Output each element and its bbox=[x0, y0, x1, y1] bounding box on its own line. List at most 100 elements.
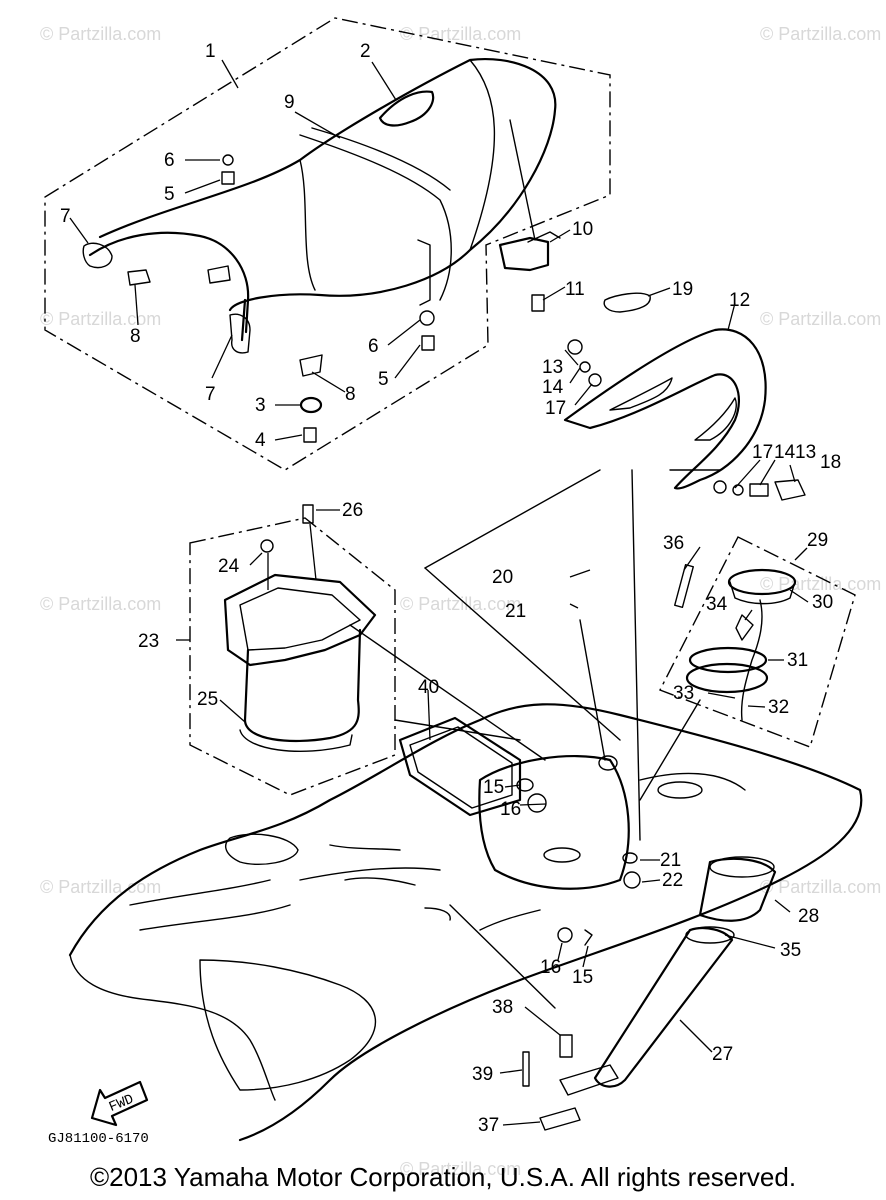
callout-7: 7 bbox=[60, 206, 71, 227]
storage-box-gasket bbox=[239, 729, 353, 753]
washer bbox=[419, 310, 435, 326]
seat-group-boundary bbox=[44, 17, 611, 471]
callout-36: 36 bbox=[663, 533, 684, 554]
hull-port bbox=[657, 781, 703, 799]
seat-lock-bracket bbox=[498, 236, 550, 272]
callout-10: 10 bbox=[572, 219, 593, 240]
fuel-cap-boundary bbox=[659, 536, 856, 748]
callout-15: 15 bbox=[572, 967, 593, 988]
callout-16: 16 bbox=[540, 957, 561, 978]
hose-clamp bbox=[685, 926, 735, 944]
hatch-gasket-inner bbox=[409, 726, 513, 809]
callout-30: 30 bbox=[812, 592, 833, 613]
fuel-cap-body bbox=[729, 581, 796, 605]
bolt bbox=[421, 335, 435, 351]
filler-hose bbox=[522, 856, 777, 1131]
storage-box-screw bbox=[302, 504, 314, 524]
hull-deck bbox=[68, 703, 863, 1142]
filler-neck-top bbox=[709, 856, 775, 878]
seat-hook bbox=[417, 239, 431, 306]
callout-13: 13 bbox=[542, 357, 563, 378]
callout-24: 24 bbox=[218, 556, 240, 577]
seat-lock bbox=[498, 119, 561, 312]
damper bbox=[299, 396, 323, 414]
seat-lock-leader bbox=[509, 119, 536, 241]
callout-17: 17 bbox=[752, 442, 773, 463]
storage-box-group bbox=[189, 504, 396, 796]
storage-box-flange bbox=[223, 573, 377, 667]
seat-band bbox=[299, 127, 452, 301]
watermark: © Partzilla.com bbox=[760, 877, 881, 897]
hatch-drain bbox=[543, 847, 581, 863]
fuel-cap-screw-long bbox=[674, 563, 694, 609]
hatch-mount bbox=[598, 755, 618, 771]
callout-22: 22 bbox=[662, 870, 683, 891]
callout-6: 6 bbox=[164, 150, 175, 171]
fuel-cap-seat bbox=[685, 662, 769, 694]
fwd-arrow-shape bbox=[90, 1080, 149, 1127]
bolt bbox=[749, 483, 769, 497]
callout-7: 7 bbox=[205, 384, 216, 405]
storage-box-knob bbox=[260, 539, 274, 553]
callout-33: 33 bbox=[673, 683, 694, 704]
grab-bar-cap-right bbox=[774, 479, 806, 501]
callout-25: 25 bbox=[197, 689, 218, 710]
washer bbox=[584, 929, 593, 946]
callout-28: 28 bbox=[798, 906, 819, 927]
hull-deck-line bbox=[129, 867, 441, 931]
callouts: 1 2 9 6 5 7 8 7 8 3 4 6 5 10 11 19 12 13… bbox=[60, 41, 841, 1136]
hull-rim bbox=[69, 954, 276, 1101]
grab-bar bbox=[563, 292, 806, 501]
leader-lines bbox=[69, 59, 809, 1126]
grab-handle bbox=[88, 231, 250, 342]
callout-13: 13 bbox=[795, 442, 816, 463]
callout-18: 18 bbox=[820, 452, 841, 473]
grab-bar-body bbox=[563, 328, 767, 490]
callout-27: 27 bbox=[712, 1044, 733, 1065]
callout-32: 32 bbox=[768, 697, 789, 718]
callout-19: 19 bbox=[672, 279, 693, 300]
seat-cushion bbox=[98, 58, 557, 312]
pin bbox=[522, 1051, 530, 1087]
hull-nozzle bbox=[224, 833, 299, 865]
filler-neck bbox=[698, 857, 777, 922]
callout-40: 40 bbox=[418, 677, 439, 698]
callout-5: 5 bbox=[164, 184, 175, 205]
seat-bracket bbox=[127, 265, 323, 377]
callout-23: 23 bbox=[138, 631, 159, 652]
nut bbox=[623, 871, 641, 889]
callout-4: 4 bbox=[255, 430, 266, 451]
bolt bbox=[559, 1034, 573, 1058]
seat-lock-bolt bbox=[531, 294, 545, 312]
callout-21: 21 bbox=[660, 850, 681, 871]
watermark: © Partzilla.com bbox=[40, 24, 161, 44]
watermark: © Partzilla.com bbox=[400, 1159, 521, 1179]
callout-14: 14 bbox=[542, 377, 564, 398]
bolt bbox=[221, 171, 235, 185]
washer bbox=[222, 154, 234, 166]
collar bbox=[588, 373, 602, 387]
seat-group bbox=[44, 17, 611, 471]
hatch-frame bbox=[478, 754, 630, 890]
callout-14: 14 bbox=[774, 442, 796, 463]
diagram-code: GJ81100-6170 bbox=[48, 1131, 149, 1147]
storage-box-boundary bbox=[189, 517, 396, 796]
fuel-cap-group bbox=[659, 536, 856, 748]
fwd-arrow: FWD bbox=[90, 1080, 149, 1127]
callout-37: 37 bbox=[478, 1115, 499, 1136]
callout-1: 1 bbox=[205, 41, 216, 62]
grab-handle-cap bbox=[82, 242, 251, 354]
storage-box-bucket bbox=[243, 628, 362, 743]
callout-8: 8 bbox=[130, 326, 141, 347]
watermark: © Partzilla.com bbox=[40, 309, 161, 329]
watermark: © Partzilla.com bbox=[760, 24, 881, 44]
washer bbox=[622, 852, 638, 864]
callout-35: 35 bbox=[780, 940, 801, 961]
hull-bow bbox=[199, 959, 377, 1091]
callout-39: 39 bbox=[472, 1064, 493, 1085]
watermark: © Partzilla.com bbox=[760, 574, 881, 594]
callout-26: 26 bbox=[342, 500, 363, 521]
fuel-cap-ring bbox=[688, 646, 768, 674]
callout-38: 38 bbox=[492, 997, 513, 1018]
